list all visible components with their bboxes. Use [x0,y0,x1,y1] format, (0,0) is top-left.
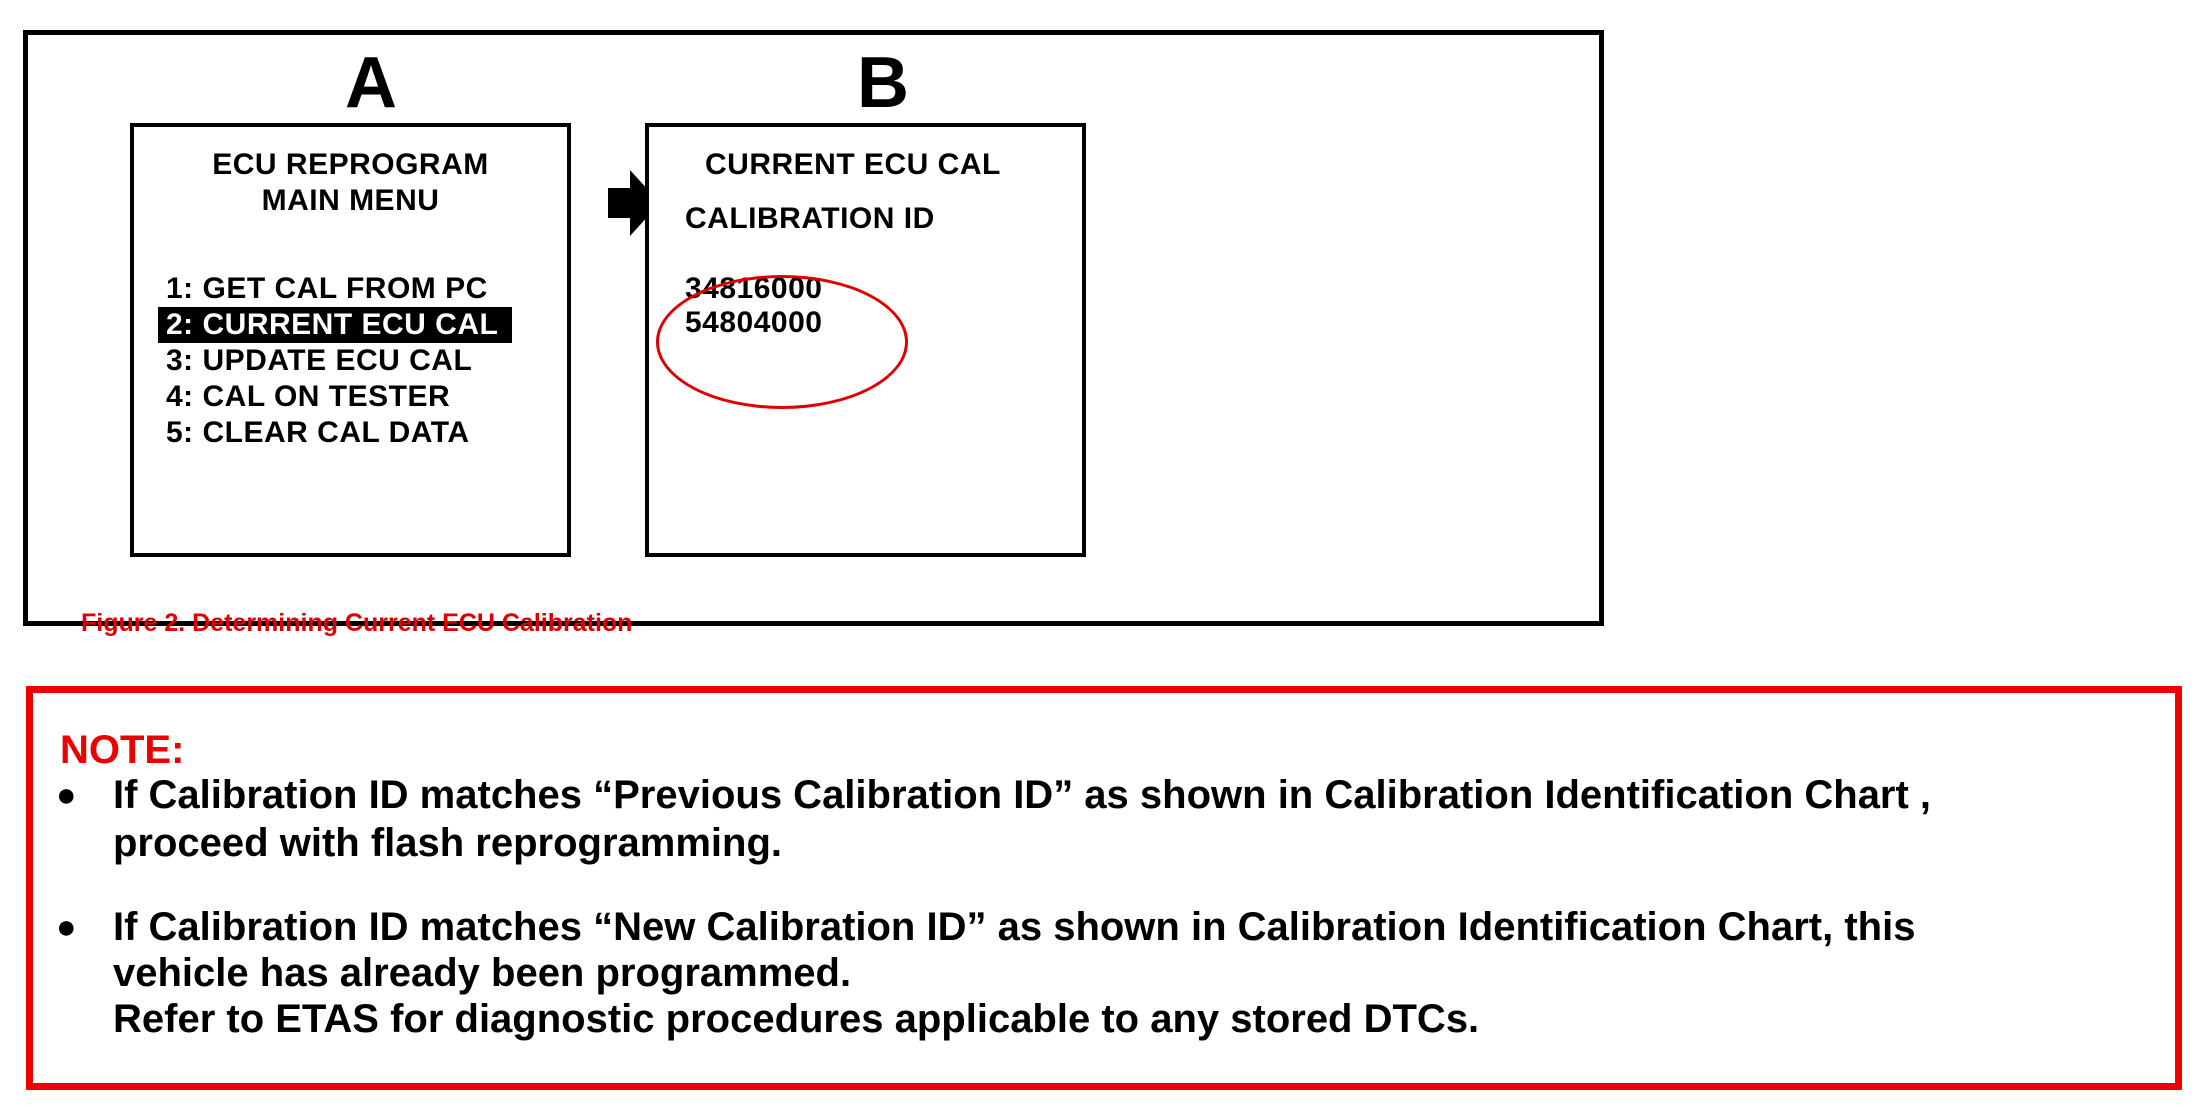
note-bullet-1-line-1: If Calibration ID matches “Previous Cali… [113,773,1932,817]
bullet-dot-2: ● [56,908,77,946]
menu-item-update-ecu-cal[interactable]: 3: UPDATE ECU CAL [166,344,473,377]
note-bullet-2-line-2: vehicle has already been programmed. [113,951,852,995]
arrow-right-icon [608,170,660,236]
note-box: NOTE: ● If Calibration ID matches “Previ… [26,686,2182,1090]
note-bullet-1-line-2: proceed with flash reprogramming. [113,821,783,865]
figure-caption: Figure 2. Determining Current ECU Calibr… [81,609,633,637]
menu-item-current-ecu-cal[interactable]: 2: CURRENT ECU CAL [158,307,513,343]
menu-item-cal-on-tester[interactable]: 4: CAL ON TESTER [166,380,451,413]
screen-b-subtitle: CALIBRATION ID [685,202,935,235]
panel-b-letter: B [857,43,909,123]
highlight-circle [656,275,908,409]
screen-a-title-line1: ECU REPROGRAM [212,148,489,181]
menu-item-clear-cal-data[interactable]: 5: CLEAR CAL DATA [166,416,470,449]
panel-a-letter: A [345,43,397,123]
figure-frame: A B ECU REPROGRAM MAIN MENU 1: GET CAL F… [23,30,1604,637]
bullet-dot-1: ● [56,776,77,814]
screen-a-title-line2: MAIN MENU [261,184,440,217]
note-bullet-2-line-3: Refer to ETAS for diagnostic procedures … [113,997,1480,1041]
note-title: NOTE: [60,728,185,772]
screen-b-title: CURRENT ECU CAL [705,148,1001,181]
menu-item-get-cal-from-pc[interactable]: 1: GET CAL FROM PC [166,272,488,305]
screen-a-main-menu: ECU REPROGRAM MAIN MENU 1: GET CAL FROM … [130,123,571,557]
note-bullet-2-line-1: If Calibration ID matches “New Calibrati… [113,905,1916,949]
